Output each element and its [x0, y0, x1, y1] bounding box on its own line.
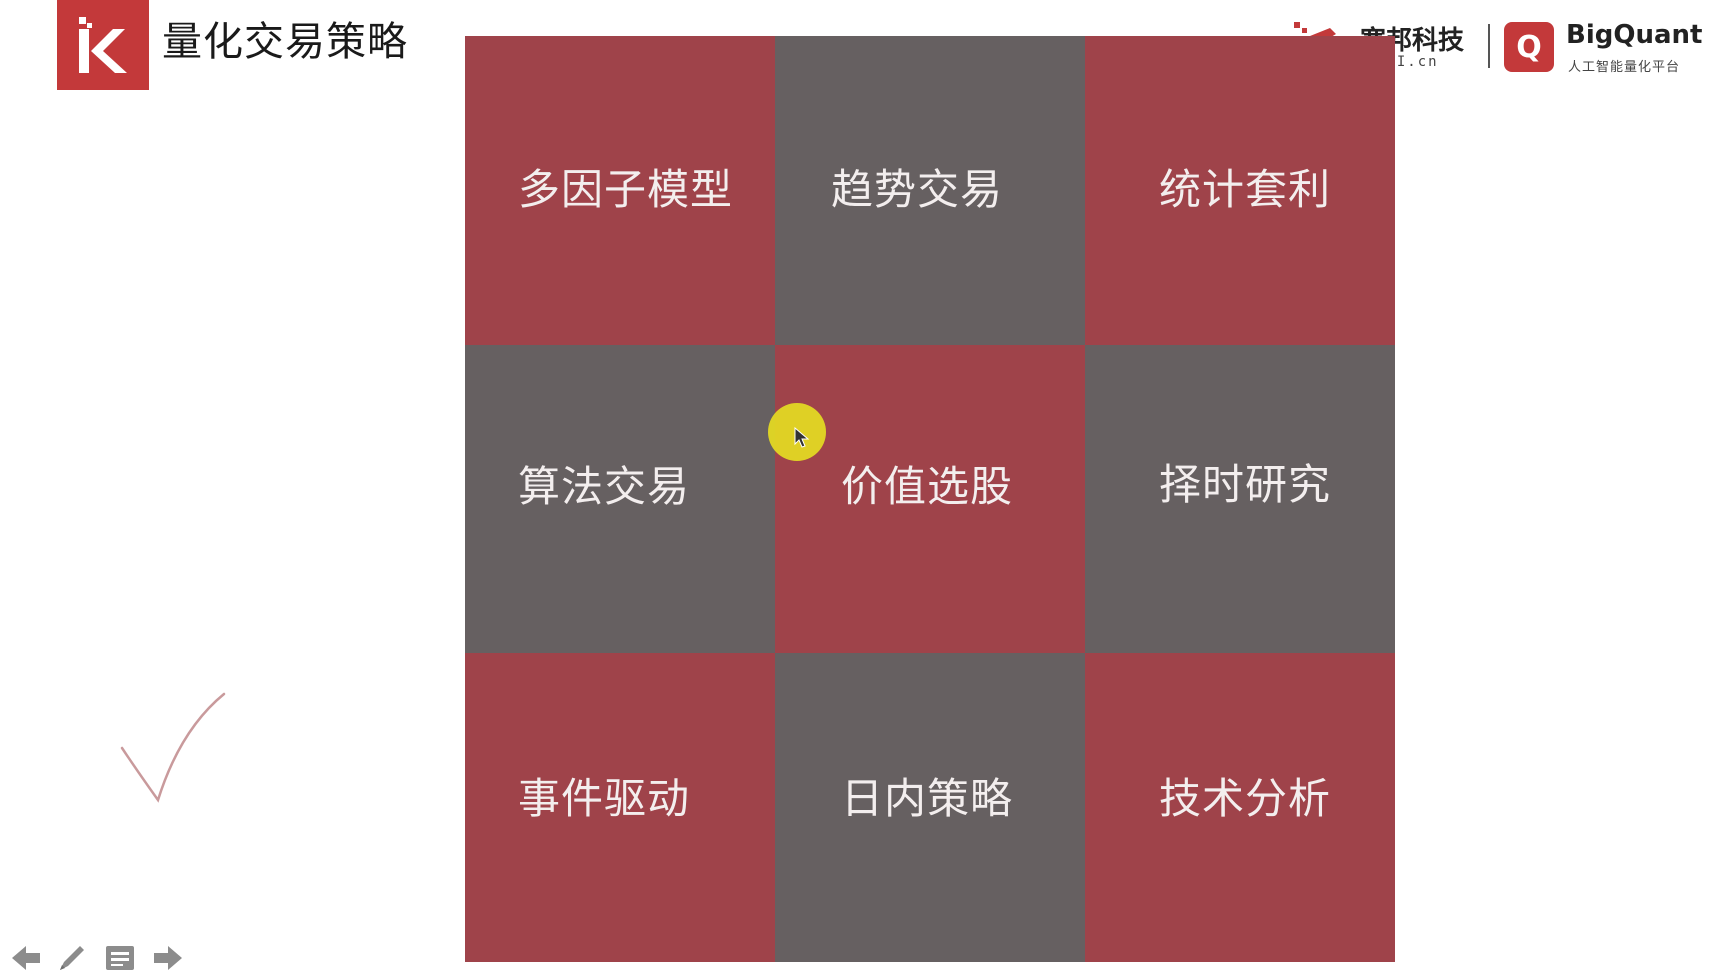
tile-label: 价值选股	[841, 461, 1014, 511]
checkmark-icon	[120, 692, 226, 803]
mouse-pointer-icon	[794, 427, 810, 448]
prev-slide-button[interactable]	[8, 940, 44, 976]
partner-divider	[1488, 24, 1490, 68]
pen-icon	[60, 946, 84, 970]
pen-tool-button[interactable]	[54, 940, 90, 976]
tile-multifactor[interactable]: 多因子模型	[465, 36, 775, 345]
tile-trend[interactable]: 趋势交易	[775, 36, 1085, 345]
bigquant-subtitle: 人工智能量化平台	[1568, 60, 1681, 75]
tile-technical[interactable]: 技术分析	[1085, 653, 1395, 962]
tile-algo[interactable]: 算法交易	[465, 344, 775, 654]
tile-timing[interactable]: 择时研究	[1085, 344, 1395, 654]
tile-label: 趋势交易	[831, 165, 1004, 214]
bigquant-logo-icon: Q	[1504, 22, 1554, 72]
tile-label: 择时研究	[1159, 459, 1332, 509]
tile-intraday[interactable]: 日内策略	[775, 653, 1085, 962]
tile-label: 事件驱动	[518, 774, 691, 824]
page-title: 量化交易策略	[162, 19, 408, 65]
k-logo-icon	[79, 17, 127, 73]
slide-nav-toolbar	[8, 940, 198, 980]
tile-label: 多因子模型	[518, 165, 734, 214]
tile-label: 日内策略	[841, 774, 1014, 824]
tile-stat-arb[interactable]: 统计套利	[1085, 36, 1395, 345]
tile-label: 统计套利	[1159, 165, 1332, 214]
arrow-right-icon	[154, 946, 182, 970]
brand-logo	[57, 0, 149, 90]
bigquant-name: BigQuant	[1566, 20, 1703, 50]
tile-value[interactable]: 价值选股	[775, 344, 1085, 654]
tile-label: 算法交易	[518, 461, 691, 511]
strategy-grid: 多因子模型 趋势交易 统计套利 算法交易 价值选股 择时研究 事件驱动 日内策略…	[465, 36, 1395, 962]
slides-menu-icon	[106, 946, 134, 970]
tile-label: 技术分析	[1159, 774, 1332, 824]
arrow-left-icon	[12, 946, 40, 970]
tile-event[interactable]: 事件驱动	[465, 653, 775, 962]
slides-menu-button[interactable]	[102, 940, 138, 976]
next-slide-button[interactable]	[150, 940, 186, 976]
